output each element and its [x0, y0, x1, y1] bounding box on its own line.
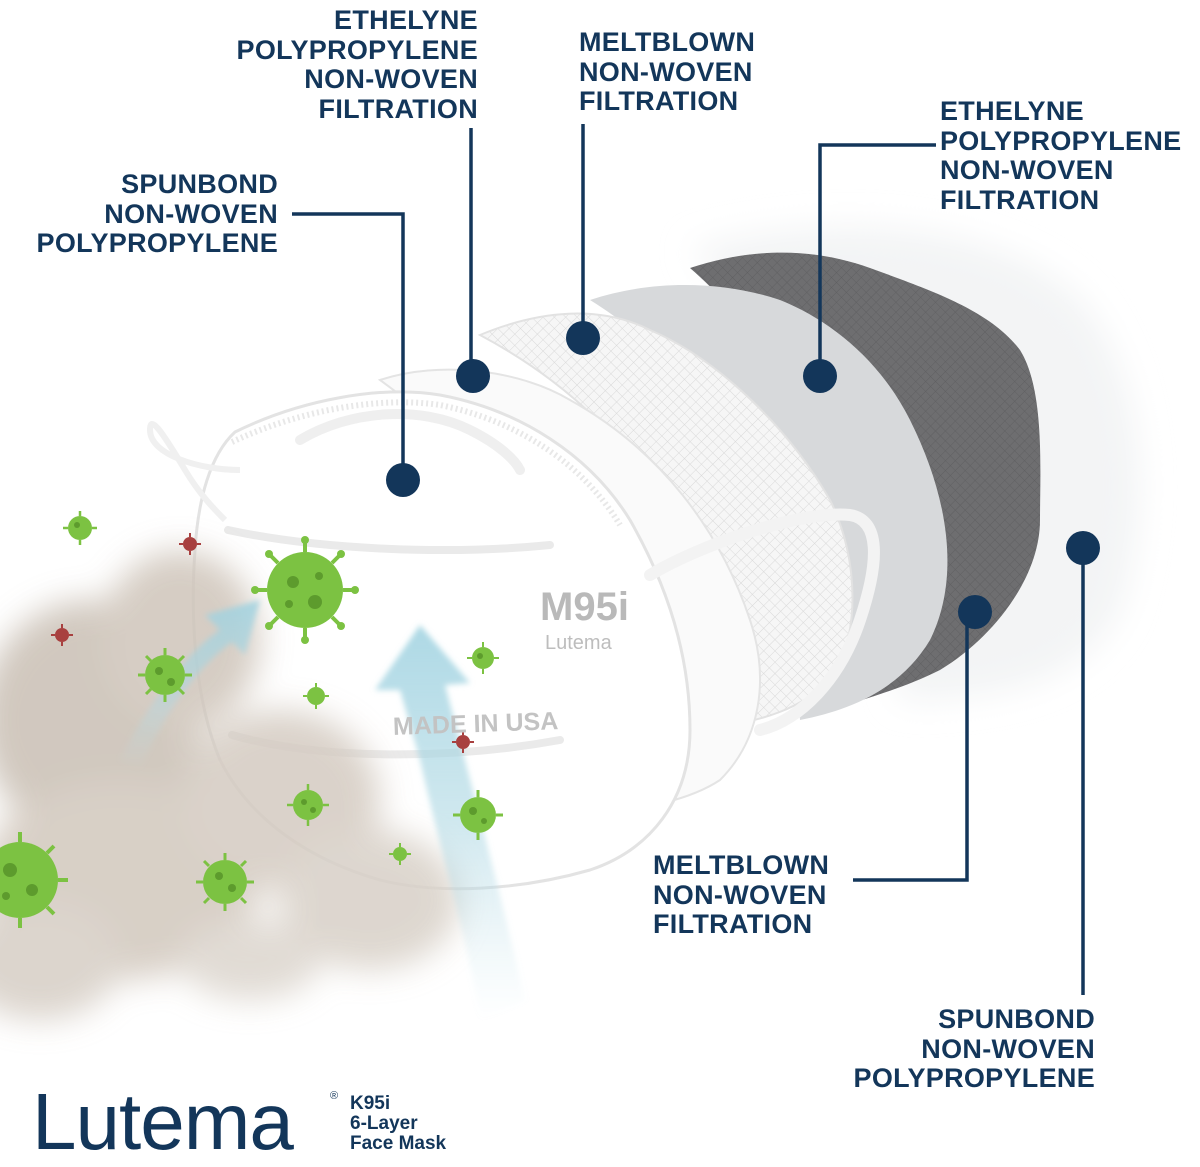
mask-origin-stamp: MADE IN USA [392, 707, 559, 741]
virus-icon [196, 853, 254, 911]
ear-loop-right [644, 508, 880, 736]
virus-icon [287, 784, 329, 826]
virus-icon [251, 536, 359, 644]
label-inner-spunbond: SPUNBOND NON-WOVEN POLYPROPYLENE [853, 1004, 1095, 1093]
leader-ethelyne-2 [818, 143, 936, 375]
mask-brand-stamp: Lutema [545, 632, 612, 654]
label-meltblown-1: MELTBLOWN NON-WOVEN FILTRATION [579, 27, 756, 116]
dot-meltblown-1 [566, 321, 600, 355]
mask-model-stamp: M95i [540, 585, 629, 629]
smoke-cloud [0, 550, 460, 1020]
mask-edge-seam [230, 399, 623, 527]
mask-fold-line-upper [224, 526, 554, 554]
dot-inner-spunbond [1066, 531, 1100, 565]
bacteria-icon [51, 624, 73, 646]
label-ethelyne-2: ETHELYNE POLYPROPYLENE NON-WOVEN FILTRAT… [940, 96, 1182, 215]
bacteria-icon [452, 731, 474, 753]
callout-lines [292, 124, 1085, 995]
virus-icon [138, 648, 192, 702]
registered-mark: ® [330, 1090, 339, 1102]
ear-loop-left [146, 421, 241, 523]
airflow-arrow-right [375, 625, 525, 1020]
virus-icon [303, 683, 329, 709]
leader-meltblown-2 [853, 614, 969, 882]
leader-outer-spunbond [292, 212, 405, 478]
callout-dots [386, 321, 1100, 629]
brand-logo: Lutema [32, 1077, 294, 1166]
airflow-arrow-left [120, 600, 260, 770]
product-name: K95i 6-Layer Face Mask [350, 1093, 447, 1154]
nose-wire [295, 408, 525, 475]
virus-icon [389, 843, 411, 865]
dot-outer-spunbond [386, 463, 420, 497]
bacteria-icon [179, 533, 201, 555]
dot-ethelyne-1 [456, 359, 490, 393]
label-ethelyne-1: ETHELYNE POLYPROPYLENE NON-WOVEN FILTRAT… [236, 5, 478, 124]
virus-icon [467, 642, 499, 674]
virus-icon [453, 790, 503, 840]
dot-meltblown-2 [958, 595, 992, 629]
label-meltblown-2: MELTBLOWN NON-WOVEN FILTRATION [653, 850, 830, 939]
virus-icon [0, 832, 68, 928]
label-outer-spunbond: SPUNBOND NON-WOVEN POLYPROPYLENE [36, 169, 278, 258]
dot-ethelyne-2 [803, 359, 837, 393]
virus-icon [63, 511, 97, 545]
virus-icons [0, 511, 503, 928]
